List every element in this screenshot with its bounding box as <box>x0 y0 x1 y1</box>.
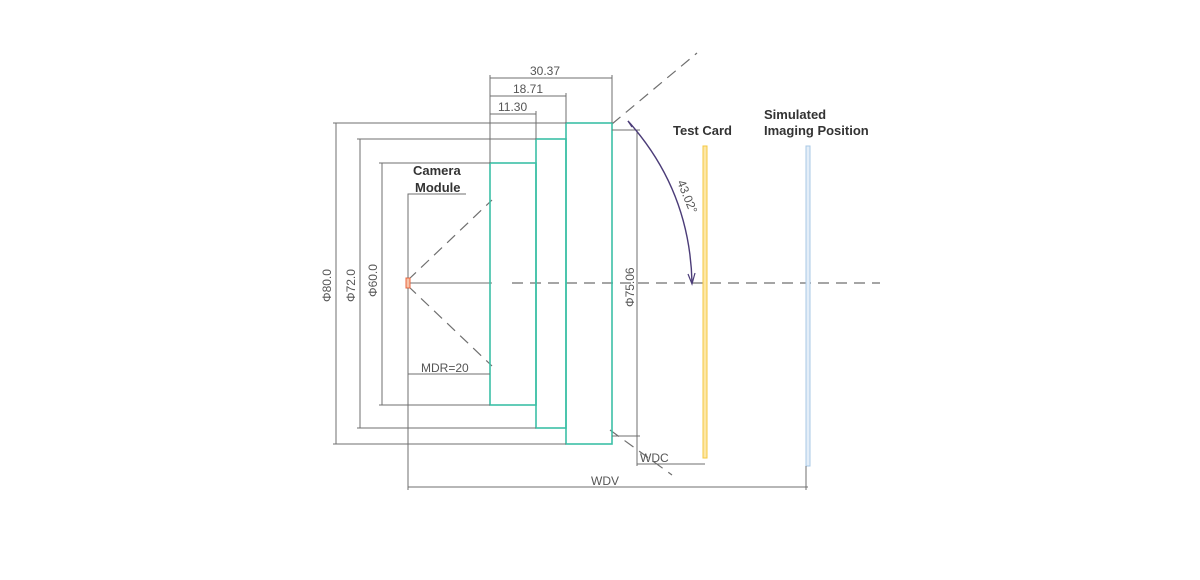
label-test-card: Test Card <box>673 123 732 138</box>
lens-body <box>489 122 613 445</box>
label-camera-line2: Module <box>415 180 461 195</box>
dim-dia-60: Φ60.0 <box>366 264 380 297</box>
label-camera-line1: Camera <box>413 163 461 178</box>
fov-rays <box>407 52 698 476</box>
imaging-plane <box>805 145 811 467</box>
angle-arrow <box>687 272 696 286</box>
lens-element-1 <box>489 162 537 406</box>
camera-leader <box>407 193 466 278</box>
wdc-dimension <box>636 436 705 466</box>
label-simulated-line1: Simulated <box>764 107 826 122</box>
dim-dia-75: Φ75.06 <box>623 267 637 307</box>
dim-top-inner: 11.30 <box>498 100 527 114</box>
dim-wdv: WDV <box>591 474 619 488</box>
lens-element-3 <box>565 122 613 445</box>
dim-top-mid: 18.71 <box>513 82 543 96</box>
angle-arrow-top <box>627 120 633 128</box>
dim-dia-80: Φ80.0 <box>320 269 334 302</box>
dim-angle: 43.02° <box>674 178 700 216</box>
dim-mdr: MDR=20 <box>421 361 469 375</box>
wdv-dimension <box>407 288 808 490</box>
label-simulated-line2: Imaging Position <box>764 123 869 138</box>
dim-wdc: WDC <box>640 451 669 465</box>
top-dimensions <box>489 75 613 163</box>
dim-dia-72: Φ72.0 <box>344 269 358 302</box>
left-dimensions <box>333 122 566 445</box>
dim-top-total: 30.37 <box>530 64 560 78</box>
angle-arc <box>627 120 693 284</box>
camera-sensor <box>405 277 411 289</box>
test-card-plate <box>702 145 708 459</box>
